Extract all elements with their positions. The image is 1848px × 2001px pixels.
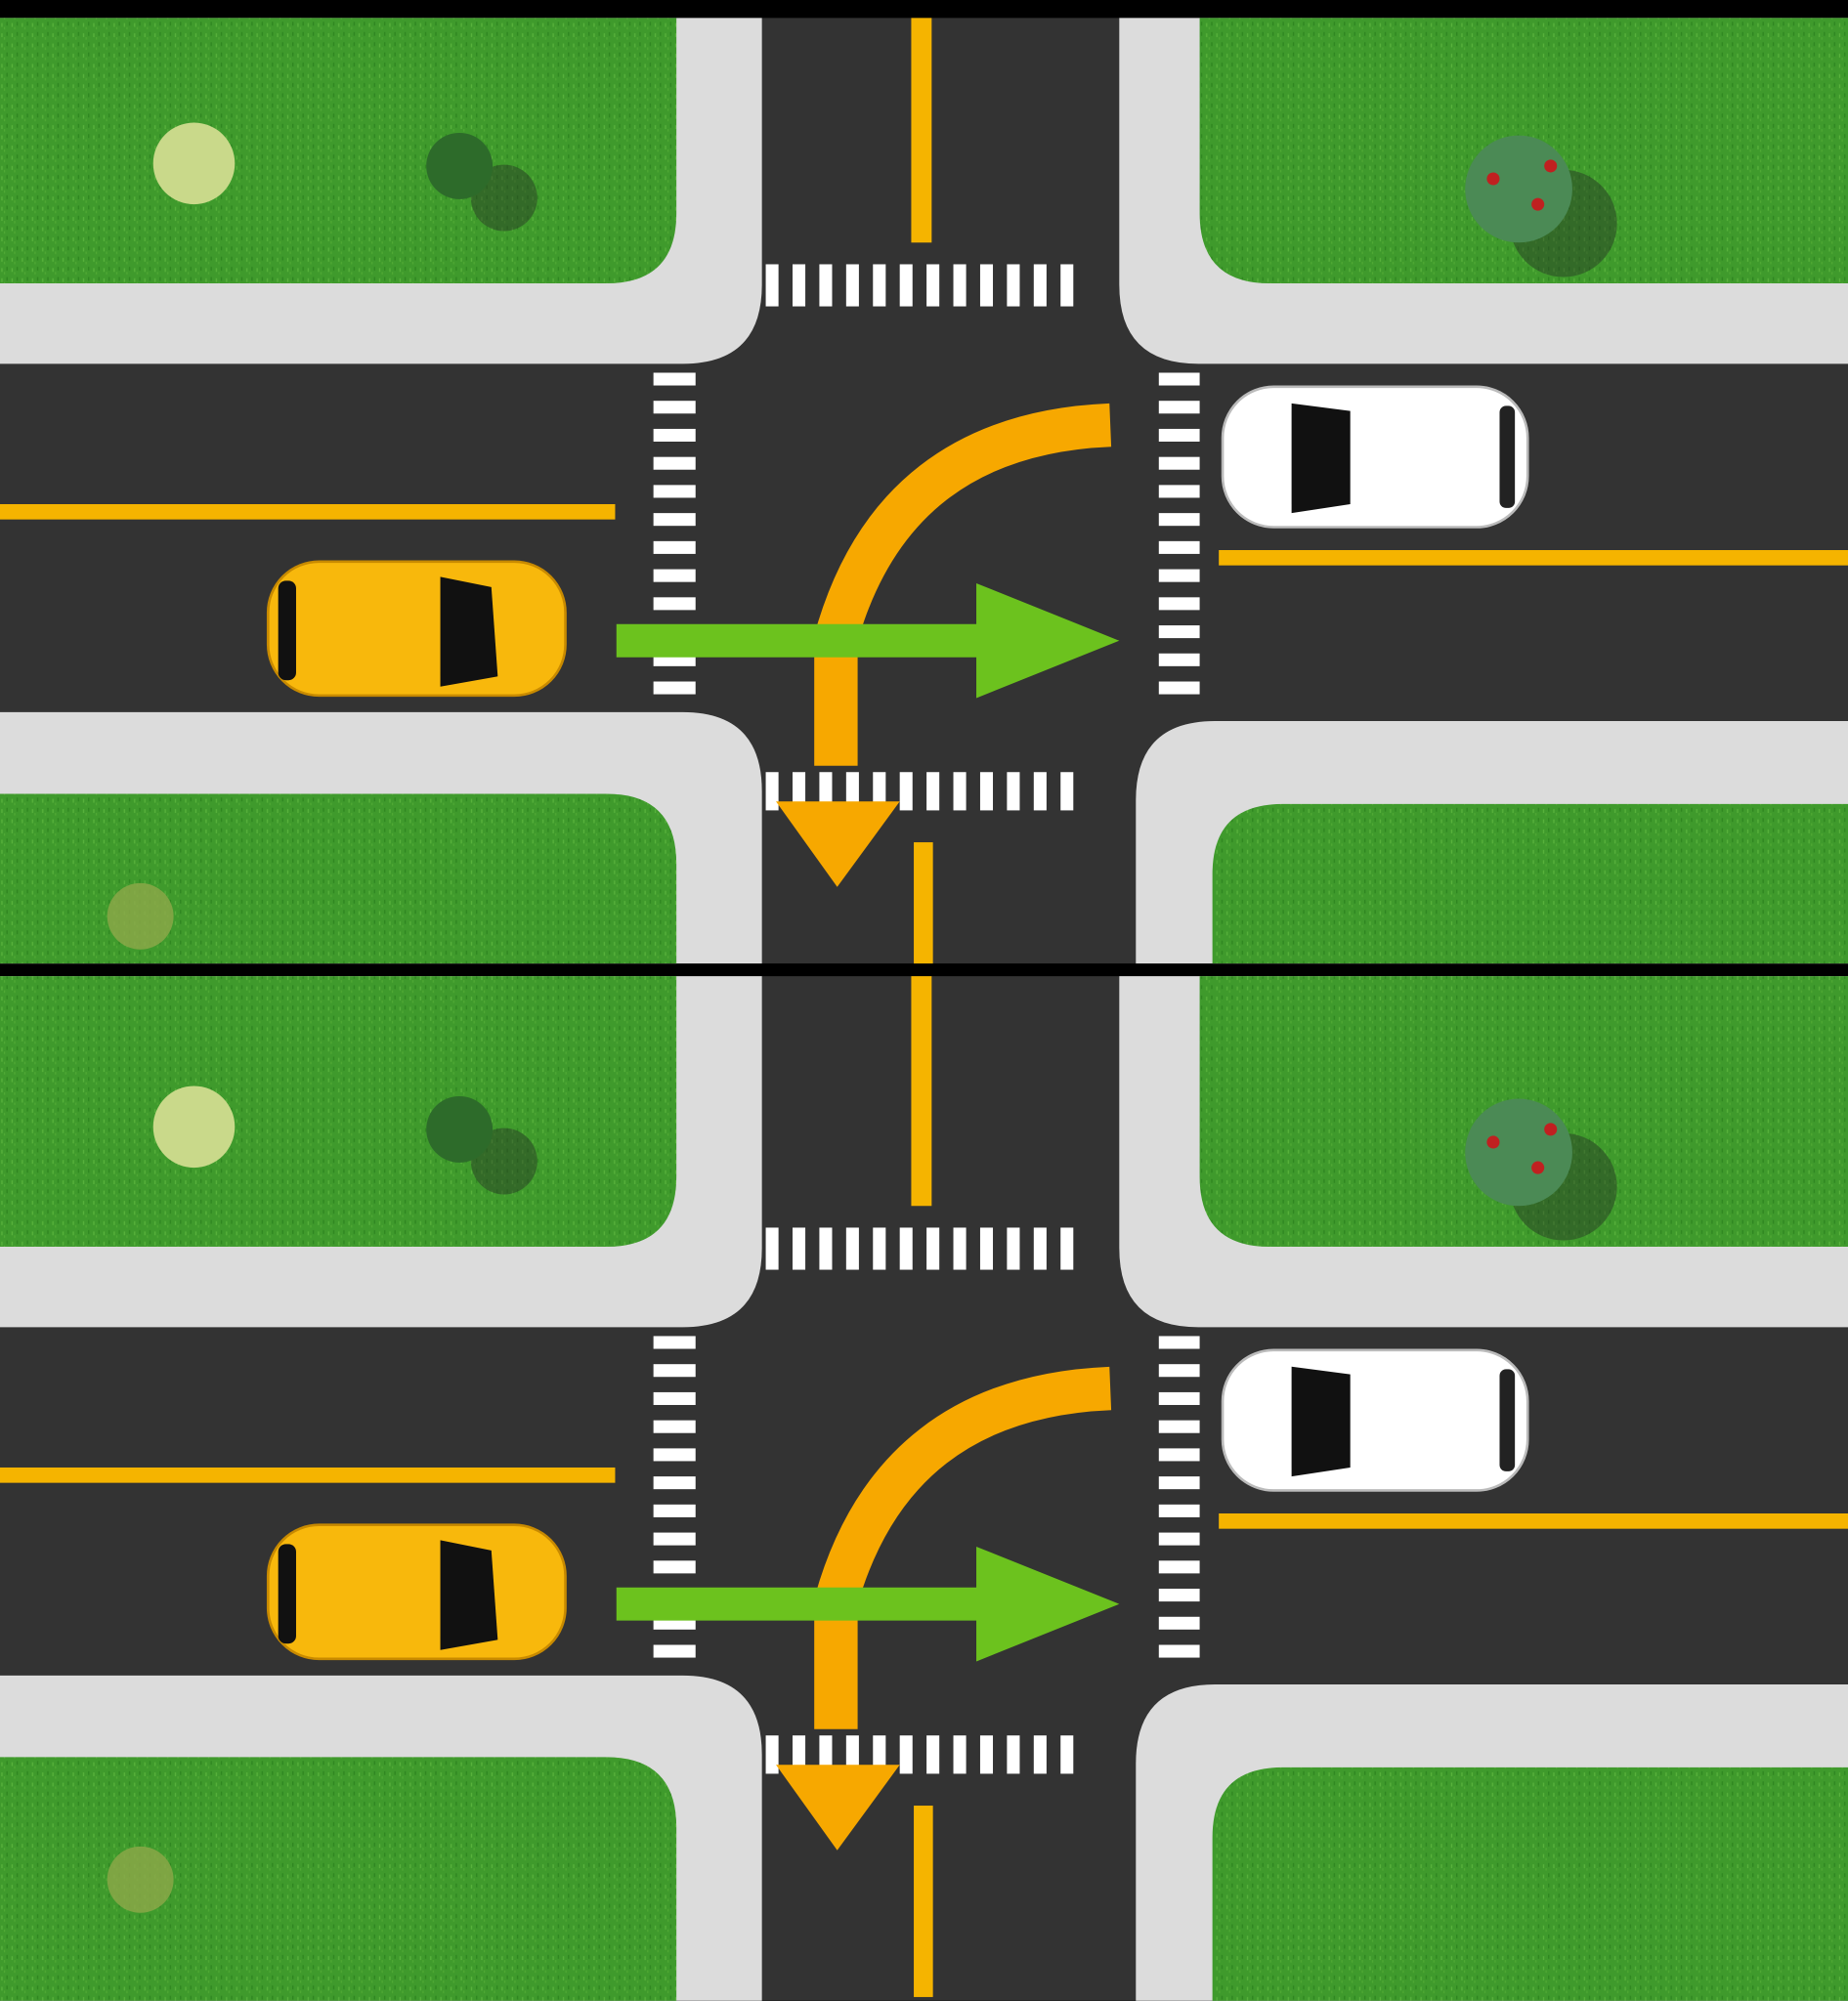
panel-bottom xyxy=(0,963,1848,2001)
panel-top xyxy=(0,0,1848,1038)
